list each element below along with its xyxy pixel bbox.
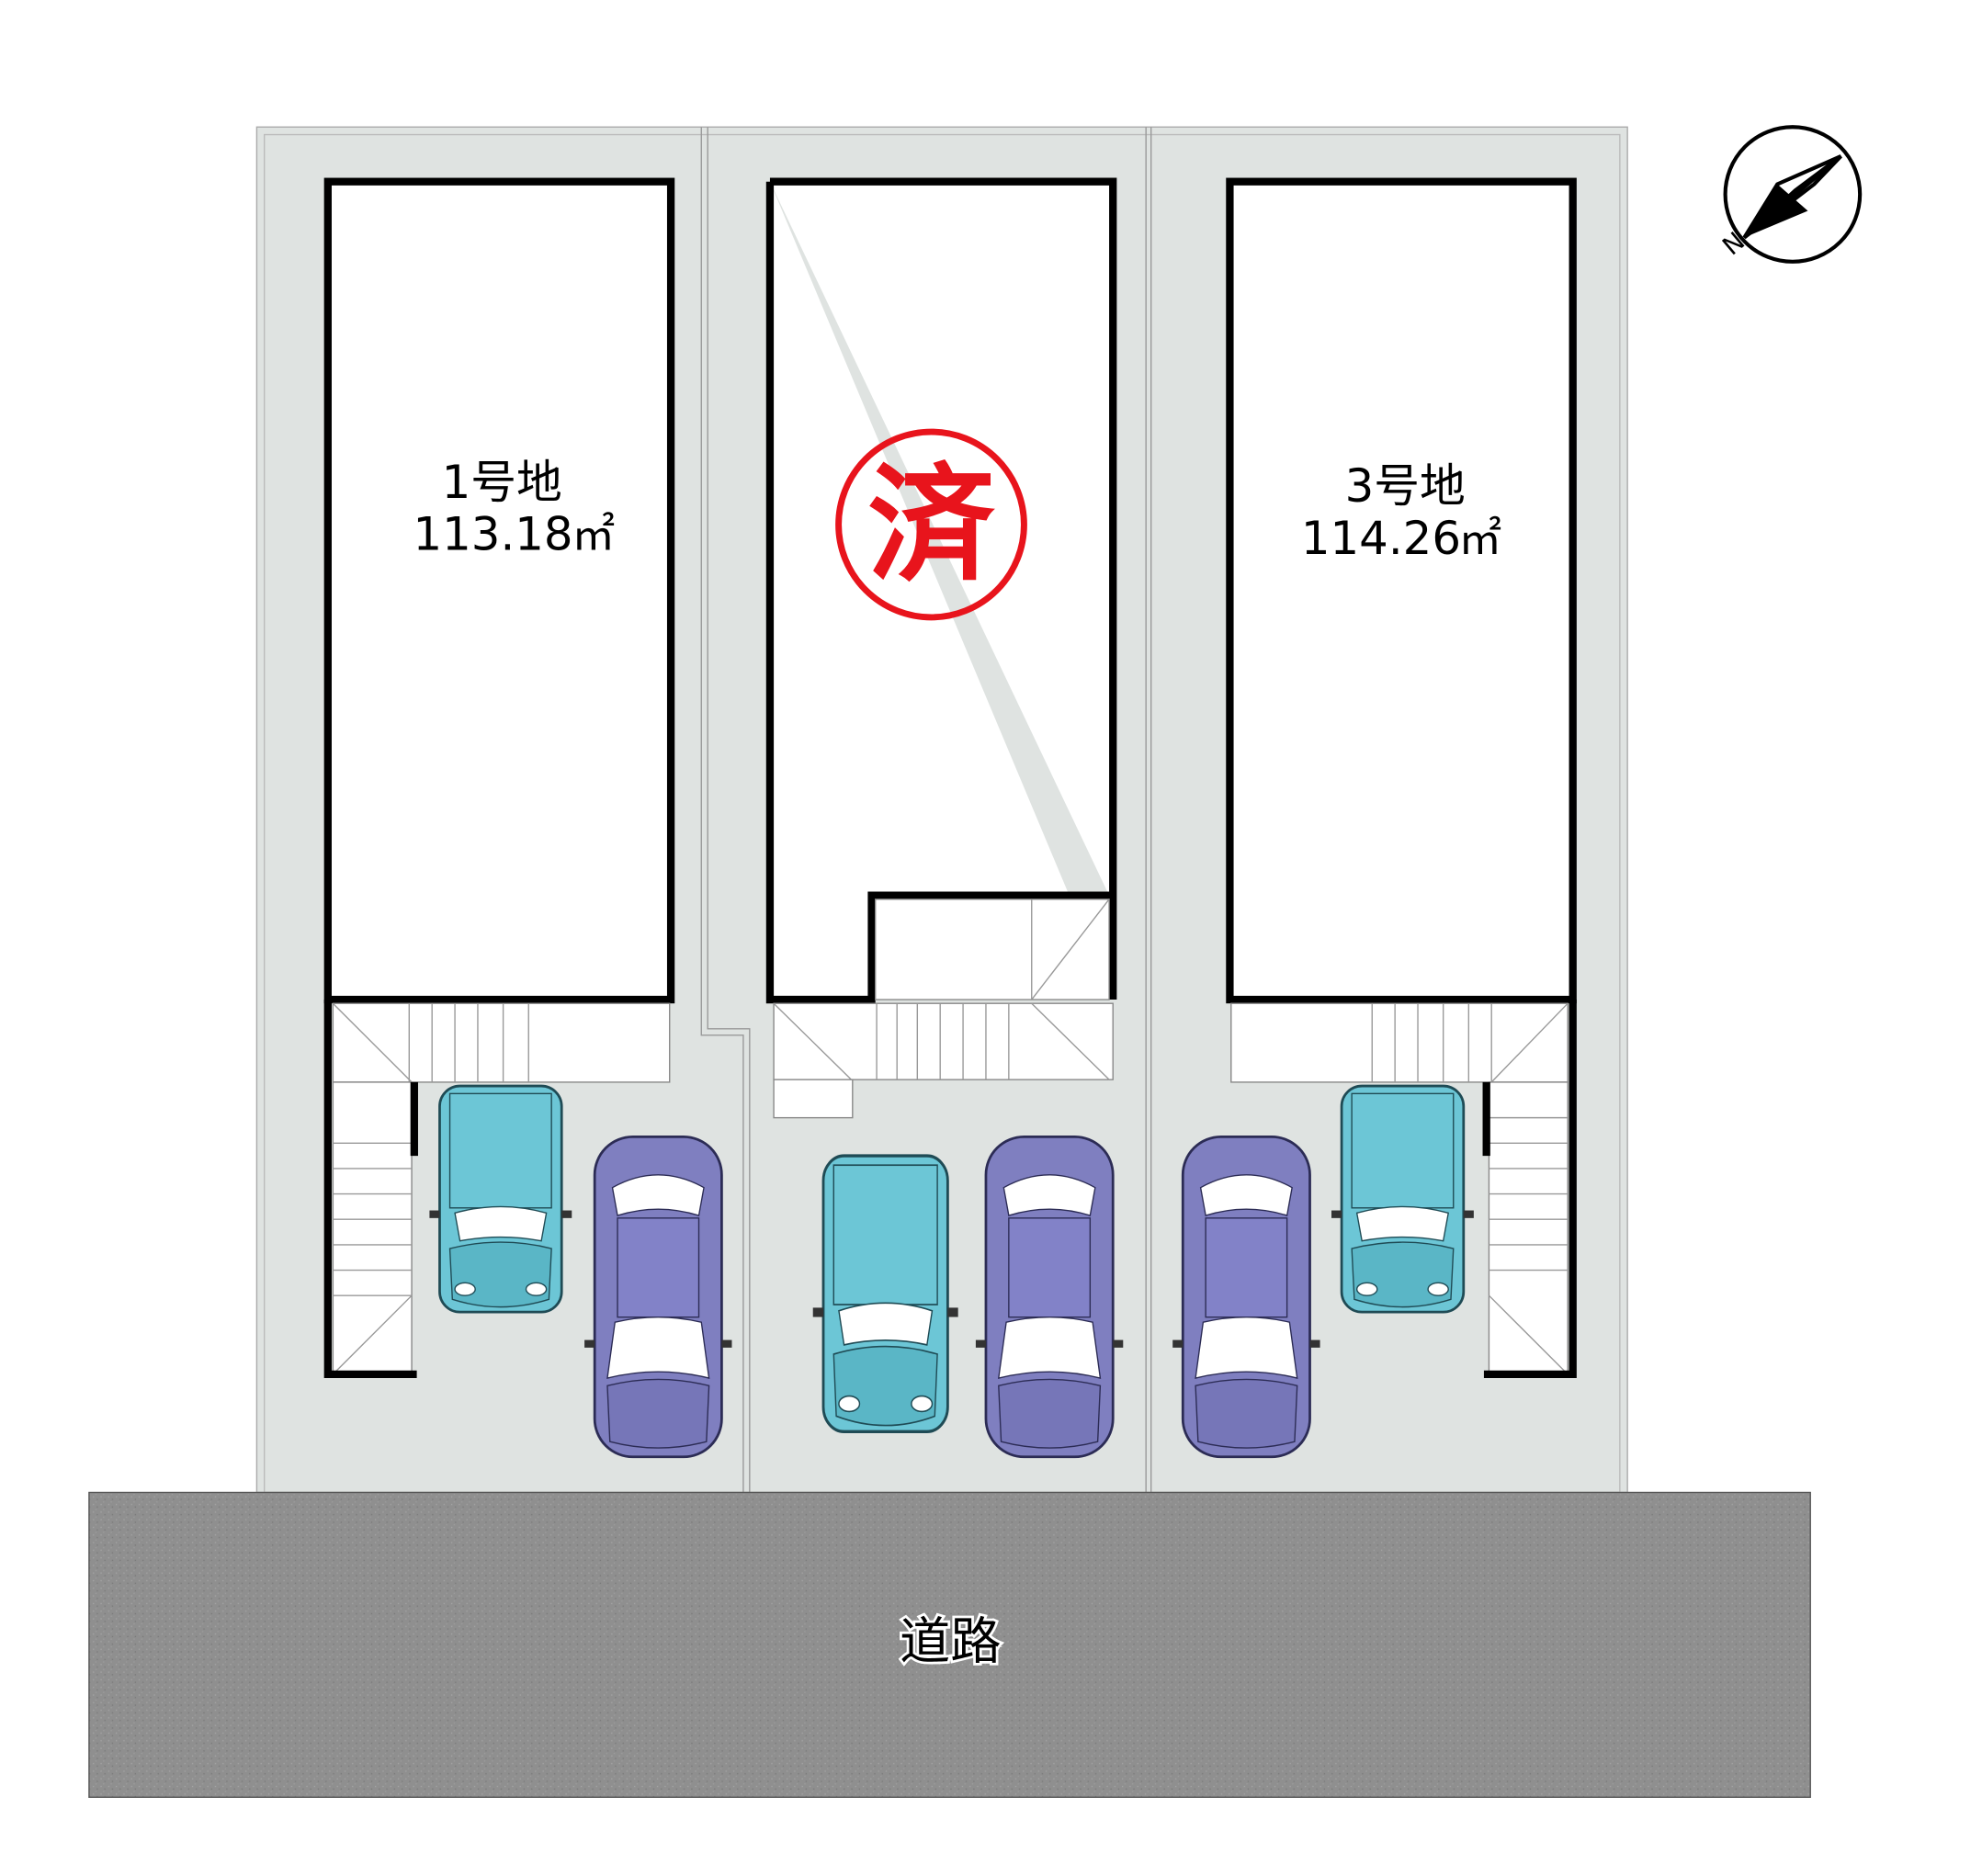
lot-1-building — [323, 177, 675, 1004]
sold-stamp-text: 済 — [867, 451, 995, 599]
lot-1-unit: ㎡ — [572, 511, 615, 561]
sold-stamp — [835, 428, 1027, 621]
lot-divider-2 — [1145, 127, 1152, 1493]
car-purple-lot-3 — [1171, 1135, 1321, 1459]
car-purple-lot-1 — [583, 1135, 733, 1459]
lot-1-name: 1号地 — [442, 456, 562, 509]
lot-3-area: 114.26 — [1301, 512, 1461, 565]
lot-3-unit: ㎡ — [1458, 514, 1501, 565]
road — [88, 1491, 1811, 1798]
lot-2[interactable]: 済 — [765, 177, 1117, 1119]
car-teal-lot-1 — [428, 1084, 573, 1314]
lot-1-area: 113.18 — [413, 508, 572, 561]
lot-1[interactable]: 1号地 113.18 ㎡ — [323, 177, 675, 1379]
north-compass-icon: N — [1716, 125, 1863, 264]
car-teal-lot-2 — [811, 1154, 960, 1434]
lot-3-building — [1226, 177, 1577, 1004]
car-teal-lot-3 — [1330, 1084, 1476, 1314]
lot-divider-1 — [700, 127, 751, 1493]
road-label: 道路 — [900, 1613, 1002, 1672]
car-purple-lot-2 — [974, 1135, 1125, 1459]
lot-3-name: 3号地 — [1345, 459, 1466, 513]
lot-3[interactable]: 3号地 114.26 ㎡ — [1226, 177, 1577, 1379]
